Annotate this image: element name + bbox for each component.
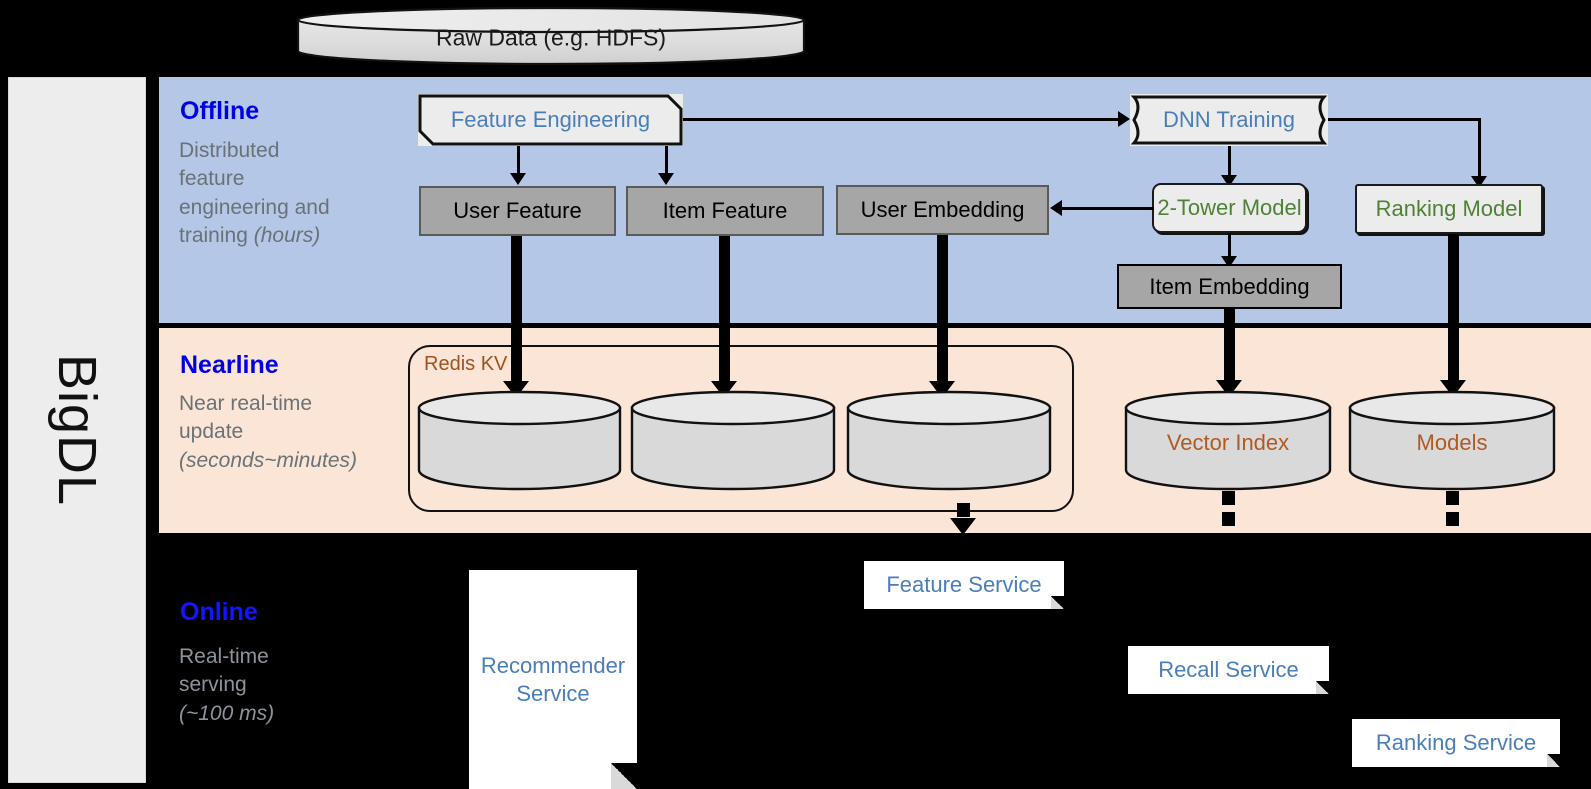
dash-models-b (1446, 512, 1459, 526)
node-item-feature[interactable]: Item Feature (626, 186, 824, 236)
edge-dnn-to-ranking-h (1328, 118, 1480, 121)
node-recall-service[interactable]: Recall Service (1128, 646, 1329, 694)
raw-data-cylinder: Raw Data (e.g. HDFS) (296, 6, 806, 65)
edge-fe-to-item-feature (665, 146, 668, 175)
edge-dnn-to-two-tower (1228, 146, 1231, 178)
edge-fe-to-user-feature (517, 146, 520, 175)
node-dnn-training[interactable]: DNN Training (1130, 94, 1328, 146)
bigdl-label: BigDL (47, 353, 107, 507)
offline-title: Offline (180, 97, 260, 125)
pipe-user-feature (511, 236, 522, 388)
cylinder-user-feature-store[interactable] (417, 390, 622, 491)
redis-kv-container (408, 345, 1074, 512)
feature-service-label: Feature Service (886, 572, 1042, 598)
nearline-sub-l2: update (179, 420, 244, 444)
edge-two-tower-to-item-embedding (1228, 233, 1231, 260)
node-item-embedding[interactable]: Item Embedding (1117, 264, 1342, 309)
offline-sub-l2: feature (179, 167, 245, 191)
dash-vector-index-b (1222, 512, 1235, 526)
nearline-title: Nearline (180, 351, 279, 379)
item-embedding-label: Item Embedding (1149, 273, 1310, 299)
node-recommender-service[interactable]: Recommender Service (469, 570, 637, 789)
page-fold-icon (611, 763, 637, 789)
online-sub-l1: Real-time (179, 645, 269, 668)
ranking-model-label: Ranking Model (1375, 196, 1523, 221)
offline-sub-l1: Distributed (179, 139, 280, 162)
arrowhead-fe-to-item-feature (658, 173, 674, 185)
edge-dnn-to-ranking-v (1478, 118, 1481, 178)
offline-sub-l3: engineering and (179, 195, 330, 219)
dash-models-a (1446, 491, 1459, 505)
cylinder-user-embedding-store[interactable] (846, 390, 1052, 491)
recommender-service-label-line1: Recommender (480, 653, 626, 678)
dnn-training-label: DNN Training (1162, 107, 1296, 132)
nearline-sub-emphasis: (seconds~minutes) (179, 448, 357, 472)
node-ranking-service[interactable]: Ranking Service (1352, 719, 1560, 767)
user-embedding-label: User Embedding (860, 197, 1025, 222)
arrowhead-fe-to-user-feature (510, 173, 526, 185)
redis-kv-label: Redis KV (424, 353, 508, 375)
dash-kv-to-feature-service (957, 503, 970, 517)
page-fold-icon (1051, 596, 1064, 609)
online-sub-l2: serving (179, 673, 247, 697)
edge-fe-to-dnn (683, 118, 1119, 121)
pipe-item-embedding (1224, 309, 1235, 387)
page-fold-icon (1547, 754, 1560, 767)
node-two-tower-model[interactable]: 2-Tower Model (1152, 183, 1307, 233)
bigdl-rail: BigDL (8, 77, 146, 783)
two-tower-model-label: 2-Tower Model (1157, 195, 1302, 220)
nearline-sub-l1: Near real-time (179, 392, 313, 415)
node-feature-engineering[interactable]: Feature Engineering (418, 94, 683, 146)
pipe-user-embedding (937, 235, 948, 388)
cylinder-vector-index[interactable]: Vector Index (1124, 390, 1332, 491)
online-title: Online (180, 598, 258, 626)
node-feature-service[interactable]: Feature Service (864, 561, 1064, 609)
offline-sub-l4: training (179, 224, 254, 248)
dash-vector-index-a (1222, 491, 1235, 505)
offline-sub-emphasis: (hours) (253, 224, 321, 248)
pipe-item-feature (719, 236, 730, 388)
pipe-ranking-model (1448, 234, 1459, 387)
offline-subtitle: Distributed feature engineering and trai… (179, 137, 394, 250)
item-feature-label: Item Feature (662, 198, 788, 223)
user-feature-label: User Feature (453, 198, 582, 223)
recommender-service-label-line2: Service (516, 680, 590, 706)
node-user-embedding[interactable]: User Embedding (836, 185, 1049, 235)
online-subtitle: Real-time serving (~100 ms) (179, 643, 394, 728)
feature-engineering-label: Feature Engineering (450, 107, 651, 132)
nearline-subtitle: Near real-time update (seconds~minutes) (179, 390, 429, 475)
cylinder-models[interactable]: Models (1348, 390, 1556, 491)
arrowhead-two-tower-to-user-embedding (1050, 200, 1062, 216)
cylinder-item-feature-store[interactable] (630, 390, 836, 491)
recall-service-label: Recall Service (1158, 657, 1299, 683)
ranking-service-label: Ranking Service (1375, 730, 1537, 756)
edge-two-tower-to-user-embedding (1062, 207, 1154, 210)
node-ranking-model[interactable]: Ranking Model (1355, 184, 1543, 234)
arrowhead-kv-to-feature-service (950, 518, 976, 535)
online-sub-emphasis: (~100 ms) (179, 701, 275, 725)
arrowhead-fe-to-dnn (1118, 111, 1130, 127)
page-fold-icon (1316, 681, 1329, 694)
node-user-feature[interactable]: User Feature (419, 186, 616, 236)
